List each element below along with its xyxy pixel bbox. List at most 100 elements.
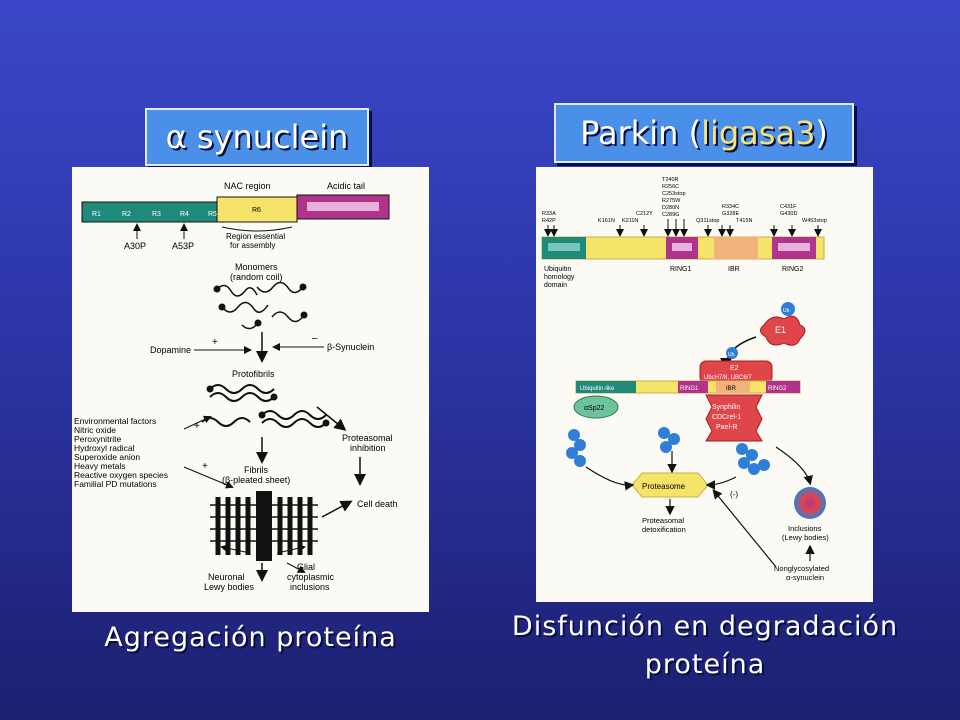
homology-label: homology (544, 274, 575, 281)
factor-item: Reactive oxygen species (74, 470, 168, 480)
right-caption-line2: proteína (644, 649, 766, 680)
e1-enzyme (760, 315, 806, 346)
ubiquitin-like-domain (576, 381, 636, 393)
ubiquitin-like-label: Ubiquitin-like (580, 386, 615, 392)
ubiquitin-label: Ubiquitin (544, 266, 571, 273)
substrates-complex (705, 394, 763, 442)
detoxification-label: detoxification (642, 525, 686, 534)
lewy-body (794, 487, 826, 519)
ring1-label: RING1 (680, 386, 699, 392)
mutation-label: T415N (736, 218, 753, 224)
parkin-figure: T240R R256C C253stop R275W D280N C289G R… (536, 167, 873, 602)
ub-chain-mid (658, 427, 680, 453)
synuclein-aggregation-figure: NAC region Acidic tail R1 R2 R3 R4 R5 R6… (72, 167, 429, 612)
fibril-sheet (210, 491, 318, 561)
mutation-a30p: A30P (124, 241, 146, 251)
mutation-a53p: A53P (172, 241, 194, 251)
svg-text:–: – (312, 333, 318, 344)
ub-chain-right (736, 443, 770, 475)
ubc-label: UbcH7/8, UBC6/7 (704, 375, 752, 381)
ub-label: Ub (783, 308, 790, 314)
mutation-label: R33A (542, 211, 556, 217)
glial-label: Glial (297, 562, 315, 572)
mutation-label: K211N (622, 218, 638, 224)
factor-item: Familial PD mutations (74, 479, 157, 489)
parkin-diagram: T240R R256C C253stop R275W D280N C289G R… (541, 177, 829, 582)
monomers-label: Monomers (235, 262, 278, 272)
region-essential-label: Region essential (226, 232, 285, 241)
synuclein-diagram: NAC region Acidic tail R1 R2 R3 R4 R5 R6… (74, 181, 398, 592)
ring1-label: RING1 (670, 266, 692, 273)
ring2-label: RING2 (768, 386, 787, 392)
domain-label: domain (544, 282, 567, 289)
domain-r2: R2 (122, 211, 131, 218)
dopamine-label: Dopamine (150, 345, 191, 355)
mutation-label: C212Y (636, 211, 653, 217)
synuclein-label: synuclein (186, 118, 349, 156)
mutation-label: K161N (598, 218, 615, 224)
neuronal-label: Neuronal (208, 572, 245, 582)
factor-item: Nitric oxide (74, 425, 116, 435)
ibr-label: IBR (726, 386, 737, 392)
domain-r4: R4 (180, 211, 189, 218)
ub-label: Ub (728, 352, 735, 358)
mutation-label: R275W (662, 198, 681, 204)
asp22 (573, 395, 619, 419)
nac-region (216, 196, 298, 223)
synphilin-label: Synphilin (712, 404, 741, 411)
pael-label: Pael-R (716, 424, 737, 431)
inhibition-label: inhibition (350, 443, 386, 453)
factor-item: Environmental factors (74, 416, 156, 426)
acidic-tail-label: Acidic tail (327, 181, 365, 191)
cdcrel-label: CDCrel-1 (712, 414, 741, 421)
alpha-synuclein-label: α-synuclein (786, 573, 824, 582)
proteasome-label: Proteasome (642, 482, 686, 491)
mutation-label: G430D (780, 211, 797, 217)
mutation-label: T240R (662, 177, 679, 183)
random-coil-label: (random coil) (230, 272, 283, 282)
ligasa-label: ligasa3 (701, 114, 816, 152)
fibrils-label: Fibrils (244, 465, 268, 475)
right-caption: Disfunción en degradación proteína (480, 608, 930, 684)
alpha-synuclein-title: α synuclein (145, 108, 369, 166)
factors-list: Environmental factors Nitric oxide Perox… (74, 416, 168, 489)
mutation-label: Q311stop (696, 218, 719, 224)
lewy-bodies-label: (Lewy bodies) (782, 533, 829, 542)
inclusions-label: inclusions (290, 582, 330, 592)
mutation-label: C253stop (662, 191, 686, 197)
domain-r5: R5 (208, 211, 217, 218)
nac-region-label: NAC region (224, 181, 271, 191)
cell-death-label: Cell death (357, 499, 398, 509)
alpha-symbol: α (165, 118, 187, 156)
for-assembly-label: for assembly (230, 241, 275, 250)
paren-close: ) (815, 114, 828, 152)
svg-text:+: + (194, 421, 200, 432)
factor-item: Hydroxyl radical (74, 443, 135, 453)
mutation-label: R42P (542, 218, 556, 224)
e2-label: E2 (730, 365, 739, 372)
inhibition-sign: (-) (730, 490, 738, 499)
proteasomal-label: Proteasomal (342, 433, 393, 443)
domain-r1: R1 (92, 211, 101, 218)
mutation-label: W453stop (802, 218, 827, 224)
cytoplasmic-label: cytoplasmic (287, 572, 335, 582)
ibr-label: IBR (728, 266, 740, 273)
repeat-region (81, 201, 218, 223)
lewy-bodies-label: Lewy bodies (204, 582, 255, 592)
svg-text:+: + (212, 337, 218, 348)
mutation-label: R256C (662, 184, 679, 190)
e1-label: E1 (775, 325, 786, 335)
svg-text:+: + (202, 461, 208, 472)
inclusions-label: Inclusions (788, 524, 822, 533)
factor-item: Heavy metals (74, 461, 126, 471)
mutation-label: C431F (780, 204, 797, 210)
protofibrils-label: Protofibrils (232, 369, 275, 379)
parkin-label: Parkin ( (580, 114, 702, 152)
domain-r3: R3 (152, 211, 161, 218)
pleated-sheet-label: (β-pleated sheet) (222, 475, 290, 485)
factor-item: Peroxynitrite (74, 434, 122, 444)
domain-r6: R6 (252, 207, 261, 214)
mutation-label: R334C (722, 204, 739, 210)
parkin-title: Parkin (ligasa3) (554, 103, 854, 163)
asp22-label: αSp22 (584, 405, 605, 412)
